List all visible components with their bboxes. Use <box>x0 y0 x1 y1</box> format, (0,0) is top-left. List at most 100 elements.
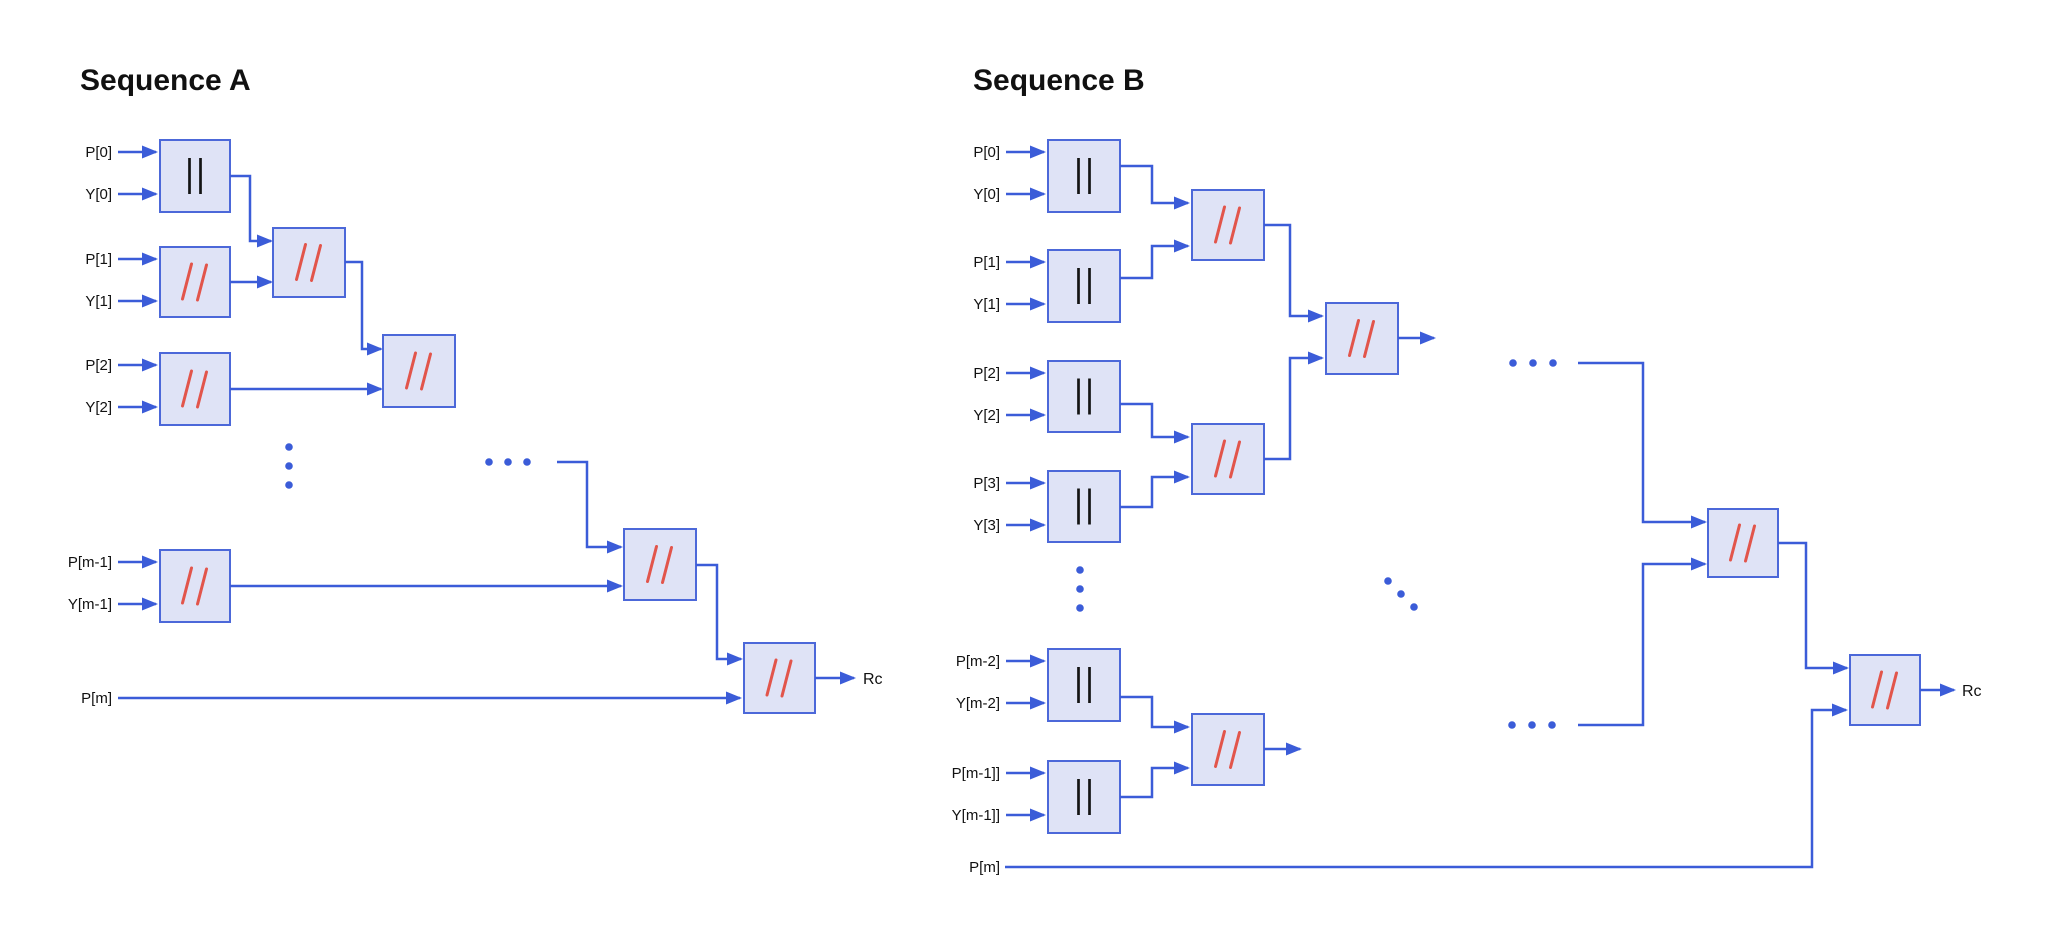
block-b-combine-23 <box>1191 423 1265 495</box>
wire <box>557 460 623 554</box>
block-a-combine-m <box>623 528 697 601</box>
input-label-p1: P[1] <box>85 251 112 268</box>
block-a-leaf-m1 <box>159 549 231 623</box>
reduce-op-icon <box>405 351 432 391</box>
reduce-op-icon <box>1214 439 1241 479</box>
sequence-b-panel: Sequence B P[0] Y[0] P[1] Y[1] P[2] Y[2]… <box>952 64 1982 876</box>
horizontal-ellipsis-icon <box>485 458 531 466</box>
wire <box>345 260 383 356</box>
vertical-ellipsis-icon <box>285 443 293 489</box>
op-block <box>159 246 231 318</box>
reduce-op-icon <box>295 243 322 282</box>
op-block <box>1191 423 1265 495</box>
input-label-pm1: P[m-1] <box>68 554 112 571</box>
reduce-op-icon <box>1348 319 1375 358</box>
block-b-leaf-0 <box>1047 139 1121 213</box>
input-label-p0: P[0] <box>85 144 112 161</box>
op-block <box>1707 508 1779 578</box>
op-block <box>159 352 231 426</box>
horizontal-ellipsis-icon <box>1508 721 1556 729</box>
wire <box>696 563 743 666</box>
op-block <box>382 334 456 408</box>
input-label-y2: Y[2] <box>973 407 1000 424</box>
wire <box>1264 351 1324 461</box>
output-label-rc: Rc <box>863 671 883 688</box>
reduce-op-icon <box>765 658 793 698</box>
input-label-p1: P[1] <box>973 254 1000 271</box>
vertical-ellipsis-icon <box>1076 566 1084 612</box>
wire <box>1120 470 1190 509</box>
input-wire-pm <box>1005 703 1848 869</box>
block-b-leaf-2 <box>1047 360 1121 433</box>
op-block <box>1047 249 1121 323</box>
block-b-leaf-m1 <box>1047 760 1121 834</box>
input-label-y1: Y[1] <box>85 293 112 310</box>
op-block <box>1047 470 1121 543</box>
input-label-ym1: Y[m-1]] <box>952 807 1000 824</box>
reduce-op-icon <box>1214 205 1241 245</box>
serial-op-icon <box>1077 488 1091 525</box>
output-label-rc: Rc <box>1962 683 1982 700</box>
op-block <box>159 139 231 213</box>
sequence-a-title: Sequence A <box>80 64 251 97</box>
op-block <box>1047 139 1121 213</box>
input-label-pm: P[m] <box>969 859 1000 876</box>
reduce-op-icon <box>646 545 673 584</box>
input-label-pm1: P[m-1]] <box>952 765 1000 782</box>
input-label-y3: Y[3] <box>973 517 1000 534</box>
block-a-leaf-2 <box>159 352 231 426</box>
input-label-ym2: Y[m-2] <box>956 695 1000 712</box>
input-label-pm: P[m] <box>81 690 112 707</box>
wire <box>1120 695 1190 734</box>
wire <box>1120 761 1190 799</box>
op-block <box>272 227 346 298</box>
op-block <box>743 642 816 714</box>
wire <box>1264 223 1324 323</box>
serial-op-icon <box>1077 268 1091 304</box>
reduce-op-icon <box>1871 670 1898 710</box>
serial-op-icon <box>1077 667 1091 703</box>
reduce-op-icon <box>181 369 208 409</box>
wire <box>1578 557 1707 727</box>
op-block <box>1849 654 1921 726</box>
serial-op-icon <box>188 158 202 194</box>
wire <box>230 174 273 248</box>
block-b-leaf-m2 <box>1047 648 1121 722</box>
input-label-p2: P[2] <box>973 365 1000 382</box>
wire <box>1778 541 1849 675</box>
input-label-y1: Y[1] <box>973 296 1000 313</box>
input-label-ym1: Y[m-1] <box>68 596 112 613</box>
wire <box>1120 239 1190 280</box>
block-b-combine-01 <box>1191 189 1265 261</box>
serial-op-icon <box>1077 378 1091 415</box>
op-block <box>1191 189 1265 261</box>
block-b-penultimate <box>1707 508 1779 578</box>
reduce-op-icon <box>181 262 208 302</box>
sequence-b-title: Sequence B <box>973 64 1145 97</box>
op-block <box>1191 713 1265 786</box>
reduce-op-icon <box>181 566 208 606</box>
block-b-final <box>1849 654 1921 726</box>
input-label-p2: P[2] <box>85 357 112 374</box>
op-block <box>159 549 231 623</box>
op-block <box>1325 302 1399 375</box>
input-label-y2: Y[2] <box>85 399 112 416</box>
horizontal-ellipsis-icon <box>1509 359 1557 367</box>
serial-op-icon <box>1077 779 1091 815</box>
wire <box>1120 164 1190 210</box>
block-a-final <box>743 642 816 714</box>
op-block <box>1047 360 1121 433</box>
input-label-p3: P[3] <box>973 475 1000 492</box>
diagonal-ellipsis-icon <box>1384 577 1418 611</box>
input-label-p0: P[0] <box>973 144 1000 161</box>
input-label-y0: Y[0] <box>973 186 1000 203</box>
serial-op-icon <box>1077 158 1091 194</box>
block-a-combine-01 <box>272 227 346 298</box>
reduce-op-icon <box>1729 523 1756 563</box>
input-label-pm2: P[m-2] <box>956 653 1000 670</box>
sequence-a-panel: Sequence A P[0] Y[0] P[1] Y[1] P[2] Y[2]… <box>68 64 883 714</box>
block-b-combine-0123 <box>1325 302 1399 375</box>
block-a-leaf-0 <box>159 139 231 213</box>
op-block <box>1047 648 1121 722</box>
